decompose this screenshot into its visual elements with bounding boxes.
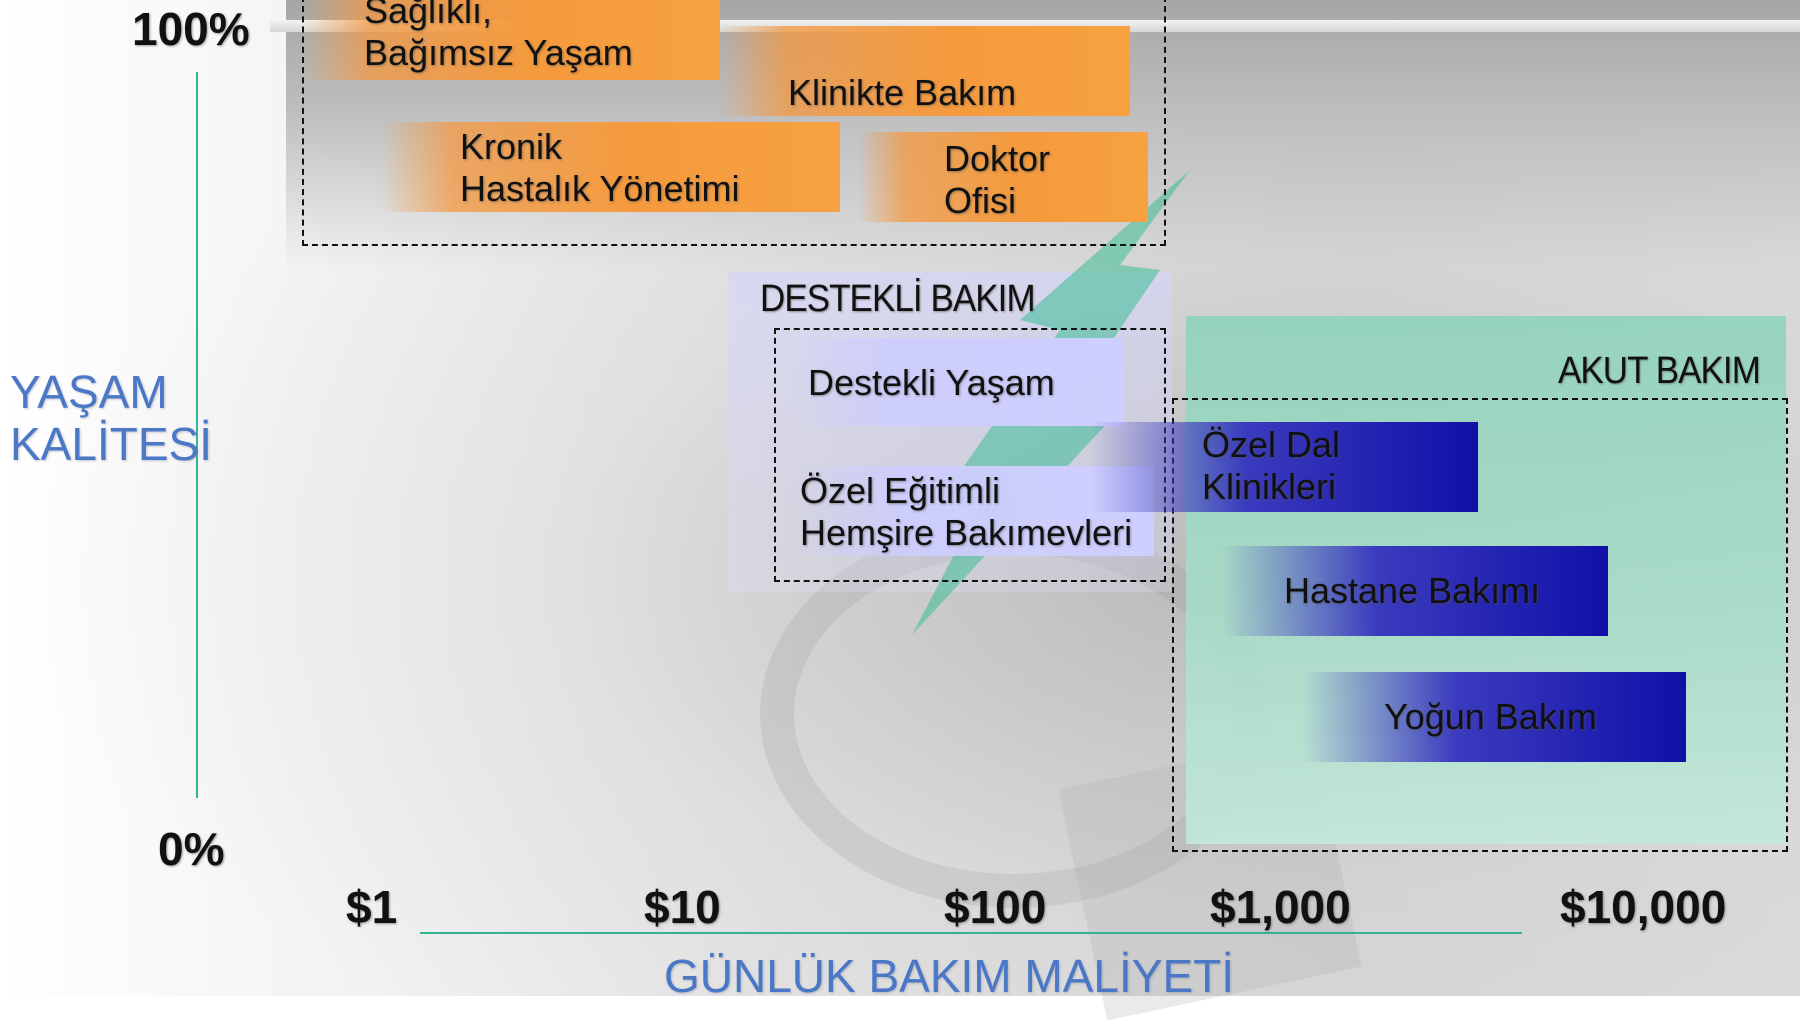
label-chronic-disease: Kronik Hastalık Yönetimi (460, 126, 740, 209)
label-assisted-living: Destekli Yaşam (808, 362, 1055, 403)
x-tick-100: $100 (944, 881, 1047, 933)
label-clinic-care: Klinikte Bakım (788, 72, 1017, 113)
y-axis-title: YAŞAM KALİTESİ (10, 366, 212, 470)
y-tick-0: 0% (158, 823, 225, 875)
label-intensive-care: Yoğun Bakım (1384, 696, 1597, 737)
label-doctor-office: Doktor Ofisi (944, 138, 1051, 221)
x-tick-1000: $1,000 (1210, 881, 1351, 933)
y-tick-100: 100% (132, 3, 250, 55)
bar-chronic-disease (380, 122, 840, 212)
acute-care-box (1172, 398, 1788, 852)
label-nursing-homes: Özel Eğitimli Hemşire Bakımevleri (800, 470, 1133, 553)
x-tick-1: $1 (346, 881, 398, 933)
wellness-group-box (302, 0, 1166, 246)
bar-doctor-office (858, 132, 1148, 222)
label-specialty-clinics: Özel Dal Klinikleri (1202, 424, 1341, 507)
x-tick-10: $10 (644, 881, 721, 933)
bar-specialty-clinics (1090, 422, 1478, 512)
bar-intensive-care (1302, 672, 1686, 762)
supported-care-title: DESTEKLİ BAKIM (760, 278, 1036, 320)
acute-care-title: AKUT BAKIM (1558, 350, 1761, 392)
label-healthy-living: Sağlıklı, Bağımsız Yaşam (364, 0, 633, 73)
bar-hospital-care (1222, 546, 1608, 636)
bar-healthy-living (302, 0, 720, 80)
bar-assisted-living (790, 338, 1124, 426)
y-axis-line (196, 72, 198, 798)
x-tick-10000: $10,000 (1560, 881, 1727, 933)
label-hospital-care: Hastane Bakımı (1284, 570, 1541, 611)
x-axis-title: GÜNLÜK BAKIM MALİYETİ (664, 950, 1235, 1002)
bar-clinic-care (720, 26, 1130, 116)
x-axis-line (420, 932, 1522, 934)
